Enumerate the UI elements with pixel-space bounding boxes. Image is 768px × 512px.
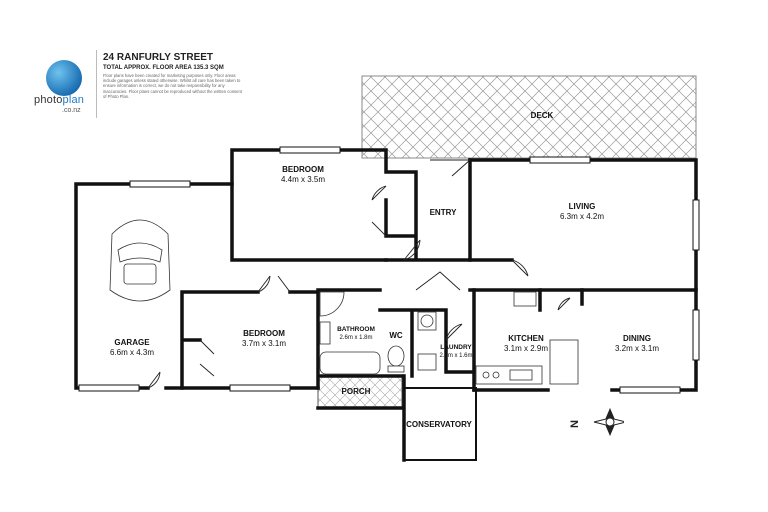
bedroom1-walls [230,148,418,262]
room-name: ENTRY [429,208,457,217]
plan-header: 24 RANFURLY STREET TOTAL APPROX. FLOOR A… [96,50,251,118]
room-dimensions: 4.4m x 3.5m [280,175,326,184]
floor-area: TOTAL APPROX. FLOOR AREA 135.3 SQM [103,65,224,71]
bedroom2-walls [180,290,320,390]
door-swing [445,323,463,341]
living-walls [468,158,698,292]
room-dimensions: 6.6m x 4.3m [109,348,155,357]
room-dimensions: 3.2m x 3.1m [614,344,660,353]
bathroom-walls [316,288,404,390]
fridge [513,291,537,307]
room-name: DECK [530,111,554,120]
room-dimensions: 2.6m x 1.8m [339,335,373,341]
room-label-dining: DINING 3.2m x 3.1m [615,334,659,354]
room-dimensions: 6.3m x 4.2m [559,212,605,221]
door-swing [511,259,529,277]
conservatory-walls [403,387,477,461]
room-dimensions: 2.0m x 1.6m [439,353,473,359]
car-windshield [117,242,163,263]
room-name: WC [389,331,403,340]
window [229,384,291,392]
room-label-deck: DECK [531,111,554,121]
door-swing [277,275,291,293]
sink [509,369,533,381]
room-name: BEDROOM [282,165,324,174]
corridor-walls [384,158,472,262]
room-label-bathroom: BATHROOM 2.6m x 1.8m [337,326,375,342]
window [619,386,681,394]
room-name: CONSERVATORY [406,420,472,429]
door-swing [371,221,387,237]
window [692,309,700,361]
room-label-porch: PORCH [342,387,371,397]
room-label-kitchen: KITCHEN 3.1m x 2.9m [504,334,548,354]
logo-domain: .co.nz [62,107,81,114]
compass-icon: N [564,402,627,442]
room-dimensions: 3.1m x 2.9m [503,344,549,353]
door-swing [430,159,471,177]
room-name: DINING [622,334,651,343]
room-dimensions: 3.7m x 3.1m [241,339,287,348]
car-outline [109,219,171,302]
room-label-wc: WC [389,331,402,341]
room-label-bedroom-2: BEDROOM 3.7m x 3.1m [242,329,286,349]
toilet [387,345,405,367]
door-swing [403,239,421,261]
window [279,146,341,154]
compass-north-label: N [569,420,581,428]
vanity [319,321,331,345]
window [78,384,140,392]
room-label-garage: GARAGE 6.6m x 4.3m [110,338,154,358]
window [129,180,191,188]
door-swing [199,339,215,377]
room-name: GARAGE [114,338,150,347]
room-label-bedroom-1: BEDROOM 4.4m x 3.5m [281,165,325,185]
room-name: BEDROOM [243,329,285,338]
shower [319,291,345,317]
room-name: LAUNDRY [440,344,472,351]
logo-globe-icon [46,60,82,96]
wc-walls [378,308,476,378]
room-name: KITCHEN [508,334,544,343]
deck-area [361,75,697,159]
bathtub [319,351,381,375]
room-name: PORCH [341,387,371,396]
porch-walls [316,374,406,462]
door-swing [371,185,387,201]
room-label-living: LIVING 6.3m x 4.2m [560,202,604,222]
room-label-entry: ENTRY [430,208,457,218]
car-roof [123,263,157,285]
door-swing [415,271,461,291]
toilet-cistern [387,365,405,373]
room-label-conservatory: CONSERVATORY [406,420,472,430]
window [692,199,700,251]
room-label-laundry: LAUNDRY 2.0m x 1.6m [439,344,472,360]
room-name: LIVING [568,202,596,211]
window [529,156,591,164]
property-address: 24 RANFURLY STREET [103,52,214,63]
logo-wordmark: photoplan [34,94,85,106]
cooktop [482,371,490,379]
door-swing [557,297,571,311]
room-name: BATHROOM [337,326,375,333]
disclaimer: Floor plans have been created for market… [103,73,242,99]
kitchen-island [549,339,579,385]
photoplan-logo: photoplan .co.nz [34,60,94,120]
door-swing [147,371,161,389]
tub [417,353,437,371]
door-swing [257,275,271,293]
